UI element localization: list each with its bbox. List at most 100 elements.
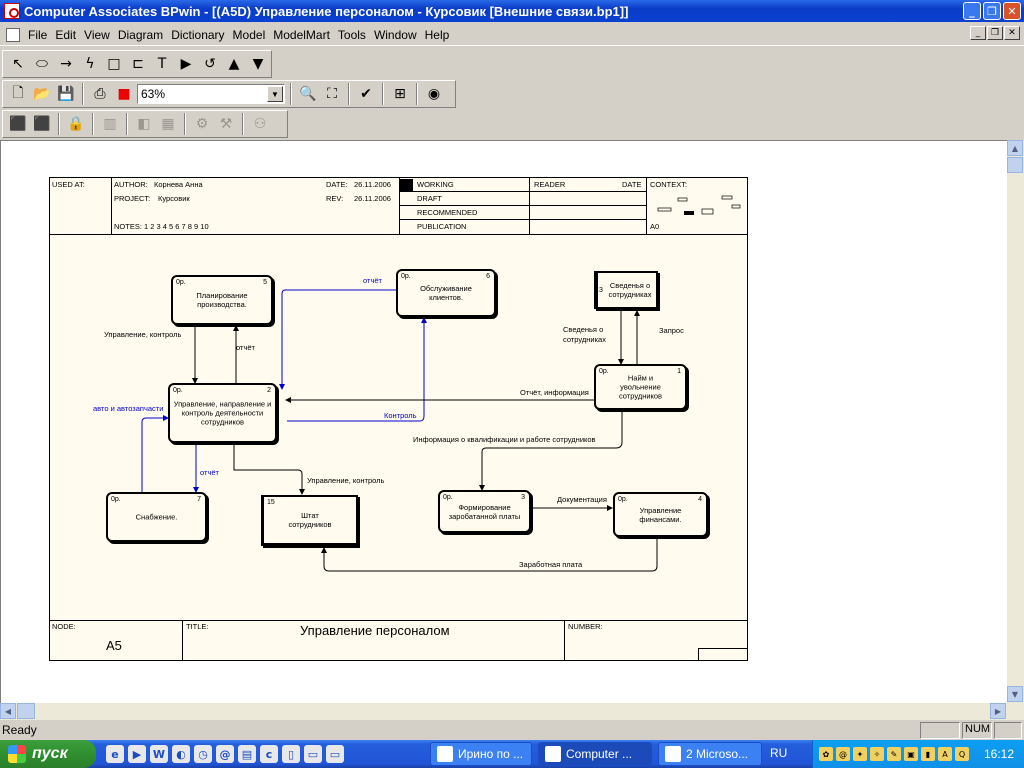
arrow-avto[interactable] xyxy=(141,415,169,492)
yellow-app-icon[interactable]: c xyxy=(260,745,278,763)
scroll-right-icon[interactable]: ▶ xyxy=(990,703,1006,719)
arrow-upravlenie-2-to-15[interactable] xyxy=(233,444,305,495)
go-to-parent-icon[interactable]: ↺ xyxy=(204,56,216,72)
zoom-icon[interactable]: 🔍 xyxy=(299,86,317,102)
arrow-informaciya-1-to-3[interactable] xyxy=(479,410,623,491)
arrow-control-2-to-6[interactable] xyxy=(287,317,427,422)
task-button[interactable]: Ирино по ... xyxy=(430,742,532,766)
menu-file[interactable]: File xyxy=(28,27,48,42)
external-ref-tool-icon[interactable]: ⊏ xyxy=(132,56,144,72)
mdi-minimize-button[interactable]: _ xyxy=(970,26,986,40)
horizontal-scroll-thumb[interactable] xyxy=(17,703,35,719)
menu-window[interactable]: Window xyxy=(373,27,417,42)
network-icon[interactable]: ✦ xyxy=(853,747,867,761)
arrow-tool-icon[interactable]: → xyxy=(60,56,72,72)
spellcheck-icon[interactable]: ✔ xyxy=(360,86,372,102)
search-icon[interactable]: Q xyxy=(955,747,969,761)
ati-icon[interactable]: A xyxy=(938,747,952,761)
gear-icon[interactable]: ✿ xyxy=(819,747,833,761)
zoom-fit-icon[interactable]: ⛶ xyxy=(327,86,337,102)
activity-box-7[interactable]: 0р. 7 Снабжение. xyxy=(106,492,207,542)
horizontal-scrollbar[interactable]: ◀ ▶ xyxy=(0,703,1024,720)
scroll-down-icon[interactable]: ▼ xyxy=(1007,686,1023,702)
vertical-scroll-thumb[interactable] xyxy=(1007,157,1023,173)
modelmart-icon[interactable]: ◉ xyxy=(427,86,441,102)
task-button[interactable]: Computer ... xyxy=(538,742,652,766)
firefox-icon[interactable]: ◐ xyxy=(172,745,190,763)
scroll-up-icon[interactable]: ▲ xyxy=(1007,140,1023,156)
open-folder-icon[interactable]: 📂 xyxy=(33,86,51,102)
tool-icon[interactable]: ✧ xyxy=(870,747,884,761)
start-button[interactable]: пуск xyxy=(0,740,96,768)
activity-box-15[interactable]: 15 Штат сотрудников xyxy=(261,495,358,546)
menu-edit[interactable]: Edit xyxy=(55,27,77,42)
grid-icon[interactable]: ▦ xyxy=(161,116,175,132)
new-file-icon[interactable]: 🗋 xyxy=(12,85,24,101)
mail-icon[interactable]: @ xyxy=(216,745,234,763)
print-icon[interactable]: ⎙ xyxy=(94,86,106,102)
library-icon[interactable]: ▥ xyxy=(103,116,117,132)
internet-explorer-icon[interactable]: e xyxy=(106,745,124,763)
arrow-zarabotnaya-plata[interactable] xyxy=(321,538,658,572)
close-button[interactable]: ✕ xyxy=(1003,2,1021,20)
chevron-down-icon[interactable]: ▼ xyxy=(267,86,283,102)
folder-icon[interactable]: ▭ xyxy=(304,745,322,763)
activity-box-6[interactable]: 0р. 6 Обслуживание клиентов. xyxy=(396,269,496,317)
activity-box-1[interactable]: 0р. 1 Найм и увольнение сотрудников xyxy=(594,364,687,410)
menu-model[interactable]: Model xyxy=(232,27,266,42)
menu-view[interactable]: View xyxy=(84,27,110,42)
at-icon[interactable]: @ xyxy=(836,747,850,761)
settings-icon[interactable]: ⚒ xyxy=(219,116,233,132)
scroll-left-icon[interactable]: ◀ xyxy=(0,703,16,719)
zoom-select[interactable]: 63% ▼ xyxy=(137,84,285,104)
folder-icon[interactable]: ▭ xyxy=(326,745,344,763)
mdi-close-button[interactable]: ✕ xyxy=(1004,26,1020,40)
menu-diagram[interactable]: Diagram xyxy=(117,27,164,42)
up-triangle-icon[interactable]: ▲ xyxy=(228,56,240,72)
pen-icon[interactable]: ✎ xyxy=(887,747,901,761)
lock-icon[interactable]: 🔒 xyxy=(67,116,85,132)
mdi-restore-button[interactable]: ❐ xyxy=(987,26,1003,40)
network-icon[interactable]: ▣ xyxy=(904,747,918,761)
bpwin-app-icon[interactable] xyxy=(4,3,20,19)
phone-icon[interactable]: ▯ xyxy=(282,745,300,763)
activity-box-5[interactable]: 0р. 5 Планирование производства. xyxy=(171,275,273,325)
connect-icon[interactable]: ⬛ xyxy=(9,116,27,132)
diagram-workspace[interactable]: USED AT: AUTHOR: Корнева Анна PROJECT: К… xyxy=(0,140,1007,703)
media-player-icon[interactable]: ▶ xyxy=(128,745,146,763)
menu-help[interactable]: Help xyxy=(424,27,450,42)
activity-box-tool-icon[interactable]: ⬭ xyxy=(36,56,48,72)
model-explorer-icon[interactable]: ⊞ xyxy=(394,86,406,102)
menu-tools[interactable]: Tools xyxy=(337,27,366,42)
task-button[interactable]: 2 Microso... xyxy=(658,742,762,766)
merge-icon[interactable]: ◧ xyxy=(137,116,151,132)
activity-box-4[interactable]: 0р. 4 Управление финансами. xyxy=(613,492,708,537)
square-tool-icon[interactable]: □ xyxy=(107,56,121,72)
menu-dictionary[interactable]: Dictionary xyxy=(171,27,225,42)
calculator-icon[interactable]: ▤ xyxy=(238,745,256,763)
down-triangle-icon[interactable]: ▼ xyxy=(252,56,264,72)
arrow-report-6-to-2[interactable] xyxy=(279,289,397,390)
text-tool-icon[interactable]: T xyxy=(157,56,167,72)
word-icon[interactable]: W xyxy=(150,745,168,763)
restore-button[interactable]: ❐ xyxy=(983,2,1001,20)
vertical-scrollbar[interactable]: ▲ ▼ xyxy=(1007,140,1024,703)
permissions-icon[interactable]: ⚙ xyxy=(195,116,209,132)
color-palette-icon[interactable]: ■ xyxy=(117,86,131,102)
disconnect-icon[interactable]: ⬛ xyxy=(33,116,51,132)
squiggle-tool-icon[interactable]: ϟ xyxy=(85,56,95,72)
clock[interactable]: 16:12 xyxy=(983,747,1014,761)
users-icon[interactable]: ⚇ xyxy=(253,116,267,132)
battery-icon[interactable]: ▮ xyxy=(921,747,935,761)
activity-box-2[interactable]: 0р. 2 Управление, направление и контроль… xyxy=(168,383,277,443)
external-ref-box-3[interactable]: 3 Сведенья о сотрудниках xyxy=(594,271,658,309)
clock-icon[interactable]: ◷ xyxy=(194,745,212,763)
menu-modelmart[interactable]: ModelMart xyxy=(273,27,330,42)
pointer-tool-icon[interactable]: ↖ xyxy=(12,56,24,72)
minimize-button[interactable]: _ xyxy=(963,2,981,20)
language-indicator[interactable]: RU xyxy=(770,746,788,760)
activity-box-3[interactable]: 0р. 3 Формирование заробатанной платы xyxy=(438,490,531,533)
document-icon[interactable] xyxy=(6,27,20,42)
save-icon[interactable]: 💾 xyxy=(57,86,75,102)
go-to-child-icon[interactable]: ▶ xyxy=(180,56,192,72)
